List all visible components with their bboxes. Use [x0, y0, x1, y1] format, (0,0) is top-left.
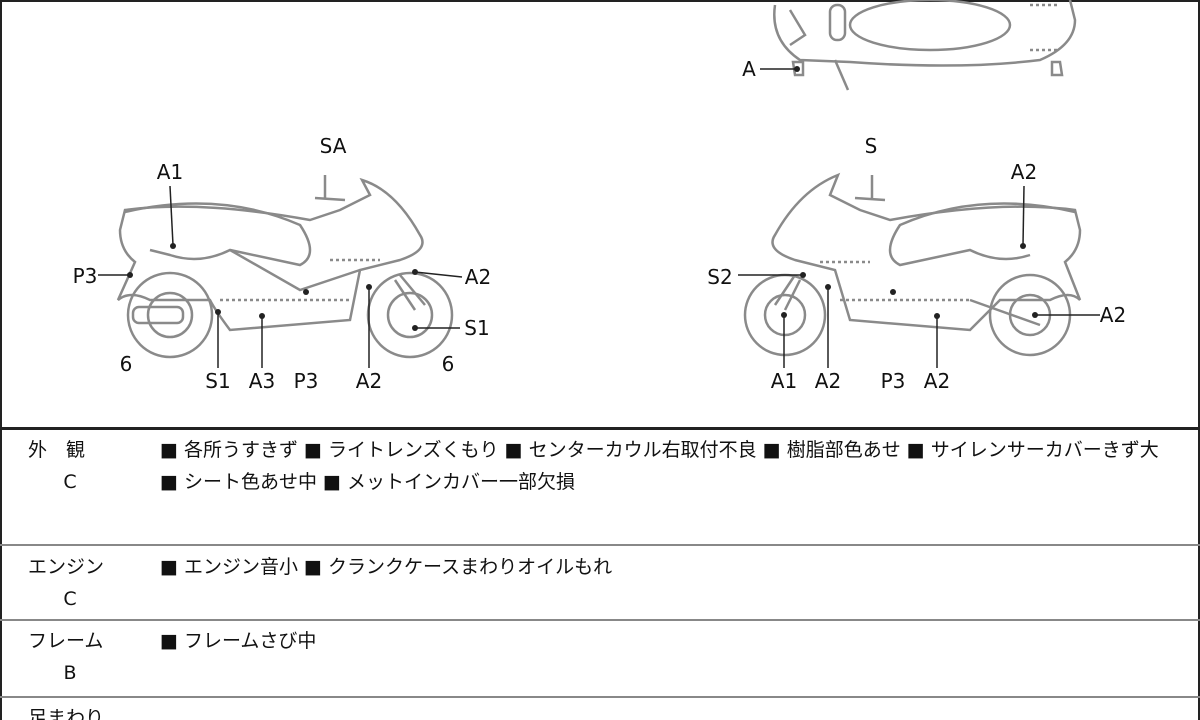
- row-notes: ■ フレームさび中: [160, 630, 317, 652]
- table-row-suspension: 足まわり: [0, 702, 1200, 720]
- scooter-diagrams: [98, 0, 1100, 368]
- label-left-a3: A3: [248, 369, 276, 393]
- row-divider: [0, 619, 1200, 621]
- label-right-s: S: [864, 134, 878, 158]
- label-left-a1: A1: [156, 160, 184, 184]
- table-top-divider: [0, 427, 1200, 430]
- label-left-tire-front: 6: [441, 352, 455, 376]
- label-left-s1-bottom: S1: [205, 369, 231, 393]
- label-left-sa: SA: [319, 134, 347, 158]
- row-divider: [0, 544, 1200, 546]
- table-row-exterior: 外 観 C ■ 各所うすきず ■ ライトレンズくもり ■ センターカウル右取付不良…: [0, 434, 1200, 544]
- right-view-sketch: [743, 172, 1082, 357]
- row-grade: B: [63, 662, 77, 684]
- row-name: 外 観: [28, 439, 86, 461]
- label-left-a2: A2: [464, 265, 492, 289]
- marker-dots: [127, 66, 1038, 331]
- row-grade: C: [63, 471, 77, 493]
- row-name: エンジン: [28, 556, 105, 578]
- label-left-tire-rear: 6: [119, 352, 133, 376]
- label-right-a2: A2: [1010, 160, 1038, 184]
- row-notes: ■ 各所うすきず ■ ライトレンズくもり ■ センターカウル右取付不良 ■ 樹脂…: [160, 439, 1159, 493]
- label-right-a1: A1: [770, 369, 798, 393]
- row-name: 足まわり: [28, 707, 105, 720]
- row-name: フレーム: [28, 630, 104, 652]
- table-row-frame: フレーム B ■ フレームさび中: [0, 625, 1200, 695]
- left-view-sketch: [116, 175, 454, 359]
- label-left-p3-bottom: P3: [293, 369, 319, 393]
- label-right-p3: P3: [880, 369, 906, 393]
- label-left-s1: S1: [464, 316, 490, 340]
- row-notes: ■ エンジン音小 ■ クランクケースまわりオイルもれ: [160, 556, 613, 578]
- row-grade: C: [63, 588, 77, 610]
- label-left-a2-bottom: A2: [355, 369, 383, 393]
- label-right-a2-rear: A2: [1099, 303, 1127, 327]
- label-left-p3: P3: [72, 264, 98, 288]
- label-right-a2-bottom: A2: [814, 369, 842, 393]
- top-view-sketch: [773, 0, 1077, 91]
- table-row-engine: エンジン C ■ エンジン音小 ■ クランクケースまわりオイルもれ: [0, 551, 1200, 619]
- label-top-a: A: [742, 57, 756, 81]
- label-right-a2-bottom2: A2: [923, 369, 951, 393]
- row-divider: [0, 696, 1200, 698]
- leader-lines: [98, 68, 1100, 368]
- label-right-s2: S2: [707, 265, 733, 289]
